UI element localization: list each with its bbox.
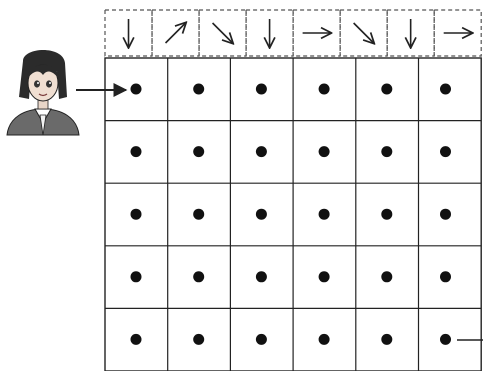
grid-dot bbox=[256, 84, 267, 95]
grid-dot bbox=[381, 334, 392, 345]
arrow-down-right-icon bbox=[213, 23, 233, 43]
grid-dot bbox=[193, 84, 204, 95]
grid-dot bbox=[131, 334, 142, 345]
girl-avatar bbox=[7, 50, 79, 135]
grid-dot bbox=[440, 334, 451, 345]
grid-dot bbox=[193, 334, 204, 345]
grid-dot bbox=[193, 271, 204, 282]
grid-dot bbox=[440, 271, 451, 282]
grid-dot bbox=[319, 209, 330, 220]
grid-dot bbox=[319, 84, 330, 95]
grid-dot bbox=[440, 84, 451, 95]
grid-dot bbox=[319, 271, 330, 282]
grid-dot bbox=[131, 146, 142, 157]
grid-dot bbox=[381, 209, 392, 220]
grid-dot bbox=[131, 209, 142, 220]
grid-dot bbox=[256, 209, 267, 220]
grid-dot bbox=[256, 146, 267, 157]
grid-dot bbox=[131, 84, 142, 95]
grid-dot bbox=[440, 146, 451, 157]
grid-dot bbox=[381, 271, 392, 282]
grid-dot bbox=[193, 146, 204, 157]
grid-dot bbox=[256, 271, 267, 282]
grid-dot bbox=[193, 209, 204, 220]
arrow-down-right-icon bbox=[354, 23, 374, 43]
grid-dot bbox=[381, 84, 392, 95]
dot-grid bbox=[105, 58, 481, 371]
arrow-up-right-icon bbox=[166, 23, 186, 43]
grid-dot bbox=[319, 334, 330, 345]
grid-dot bbox=[131, 271, 142, 282]
grid-dot bbox=[256, 334, 267, 345]
grid-dot bbox=[381, 146, 392, 157]
grid-dot bbox=[319, 146, 330, 157]
grid-dot bbox=[440, 209, 451, 220]
arrow-instruction-row bbox=[105, 10, 481, 56]
